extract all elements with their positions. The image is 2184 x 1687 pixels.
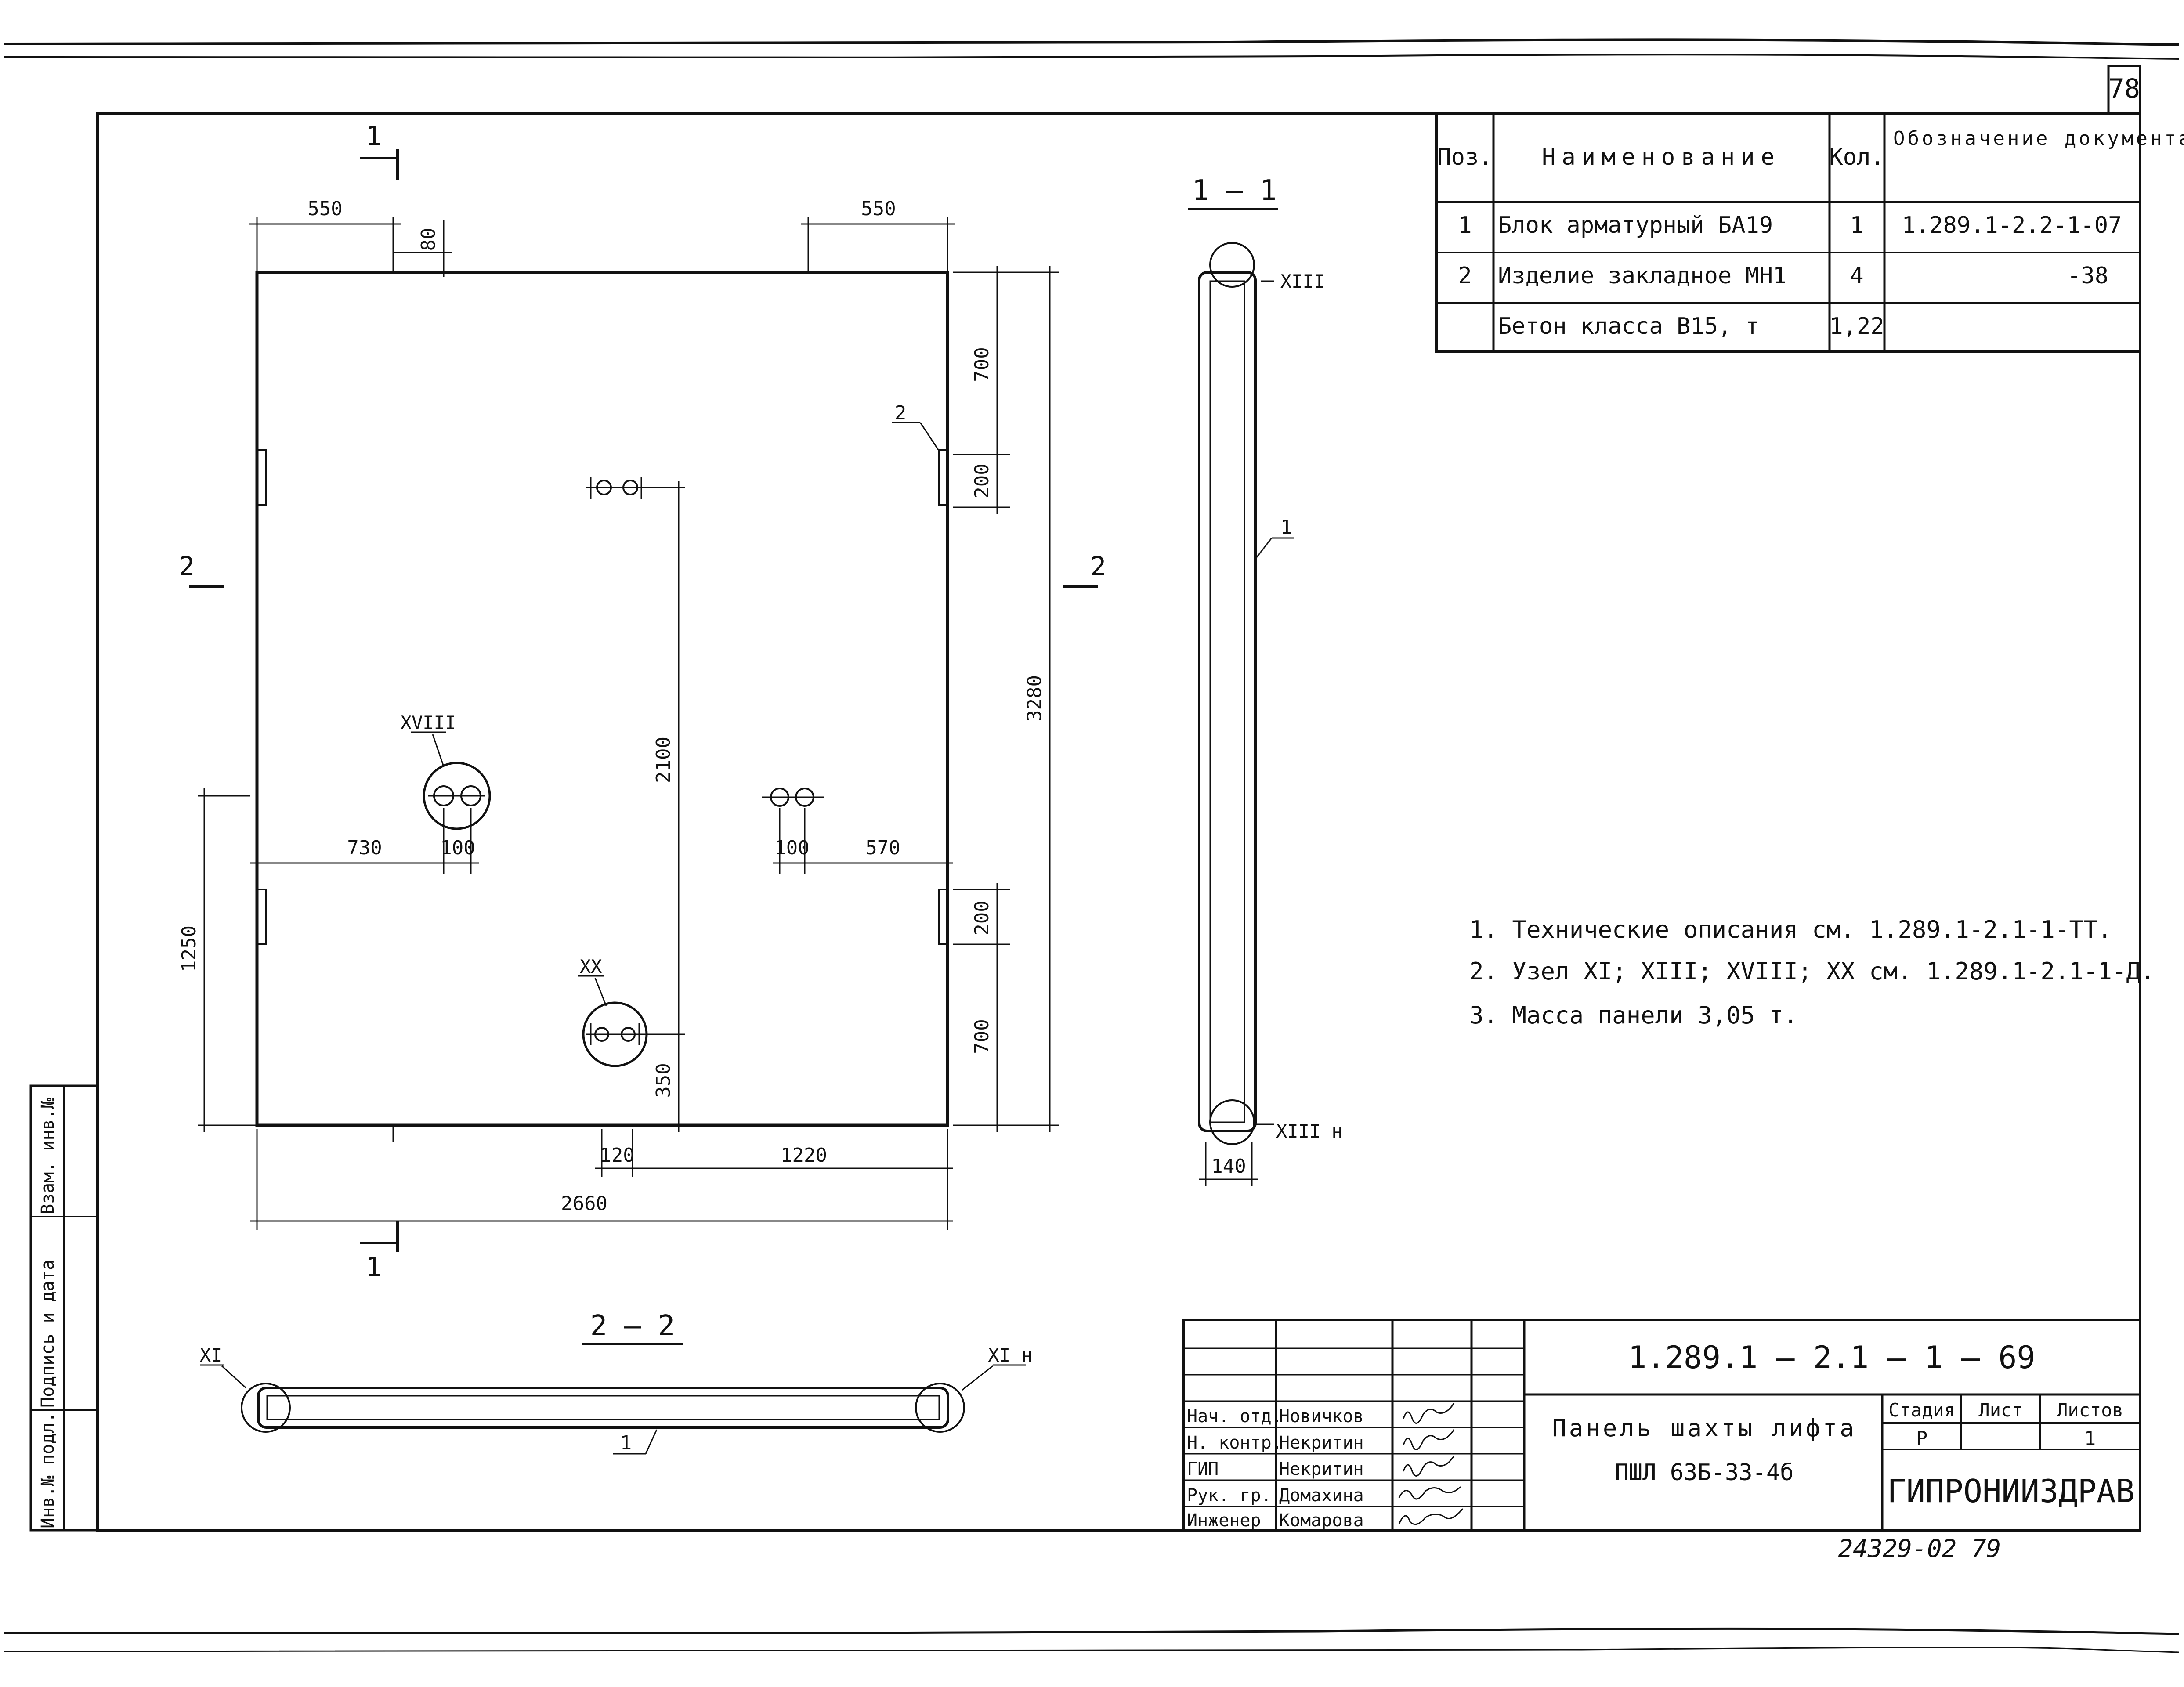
stage-header: Стадия	[1888, 1399, 1955, 1421]
role-2: Н. контр.	[1187, 1433, 1282, 1453]
loop-xviii	[423, 762, 491, 830]
section-cut-marks	[189, 149, 1098, 1252]
note-1: 1. Технические описания см. 1.289.1-2.1-…	[1469, 916, 2112, 943]
section-1-1-title: 1 – 1	[1192, 174, 1277, 207]
note-3: 3. Масса панели 3,05 т.	[1469, 1001, 1798, 1029]
row2-pos: 2	[1458, 263, 1472, 289]
cut-1-top: 1	[365, 121, 381, 152]
stage-value: Р	[1916, 1427, 1928, 1450]
dim-700-top: 700	[971, 347, 993, 382]
role-4: Рук. гр.	[1187, 1485, 1272, 1506]
stamp-vzam-inv: Взам. инв.№	[38, 1098, 58, 1214]
row3-qty: 1,22	[1829, 313, 1884, 340]
role-3: ГИП	[1187, 1459, 1219, 1479]
sheets-value: 1	[2084, 1427, 2096, 1450]
embedded-plates	[256, 449, 948, 945]
dim-100-right: 100	[774, 837, 809, 859]
cut-2-left: 2	[179, 551, 195, 582]
row1-pos: 1	[1458, 212, 1472, 238]
title-block: 1.289.1 – 2.1 – 1 – 69 Панель шахты лифт…	[1182, 1319, 2141, 1532]
name-5: Комарова	[1279, 1510, 1364, 1531]
role-1: Нач. отд.	[1187, 1406, 1282, 1427]
row2-doc: -38	[2067, 263, 2108, 289]
sheets-header: Листов	[2057, 1399, 2123, 1421]
section-1-1: 1 – 1 XIII XIII н 1 140	[1188, 174, 1343, 1186]
section-2-2-pos: 1	[620, 1432, 632, 1454]
signatures	[1398, 1403, 1464, 1525]
drawing-title-line2: ПШЛ 63Б-33-4б	[1615, 1459, 1794, 1486]
section-1-1-node-top: XIII	[1280, 271, 1325, 292]
stamp-inv-podl: Инв.№ подл.	[38, 1412, 58, 1528]
section-1-1-pos: 1	[1280, 516, 1292, 538]
dim-1220: 1220	[781, 1144, 827, 1167]
name-1: Новичков	[1279, 1406, 1364, 1427]
panel-plan: XVIII XX 2	[178, 121, 1106, 1282]
header-pos: Поз.	[1437, 144, 1492, 170]
dim-570: 570	[865, 837, 900, 859]
name-3: Некритин	[1279, 1459, 1364, 1479]
doc-code: 1.289.1 – 2.1 – 1 – 69	[1628, 1340, 2035, 1376]
header-qty: Кол.	[1829, 144, 1884, 170]
scan-edges	[4, 38, 2179, 1653]
dim-550-right: 550	[861, 198, 896, 220]
cut-1-bottom: 1	[365, 1252, 381, 1282]
dim-120: 120	[600, 1144, 634, 1167]
sheet-number: 78	[2108, 73, 2140, 104]
note-2: 2. Узел XI; XIII; XVIII; XX см. 1.289.1-…	[1469, 957, 2155, 985]
row2-qty: 4	[1850, 263, 1863, 289]
callout-pos2: 2	[895, 402, 907, 424]
row3-name: Бетон класса В15, т	[1498, 313, 1759, 340]
stamp-signature-date: Подпись и дата	[38, 1260, 58, 1408]
section-2-2-title: 2 – 2	[590, 1310, 675, 1342]
archive-code: 24329-02 79	[1838, 1535, 2001, 1563]
callout-xx: XX	[580, 956, 602, 977]
role-5: Инженер	[1187, 1510, 1261, 1531]
sheet-header: Лист	[1978, 1399, 2023, 1421]
row1-name: Блок арматурный БА19	[1498, 212, 1773, 238]
dim-3280: 3280	[1023, 675, 1046, 722]
section-2-2: 2 – 2 XI XI н 1	[200, 1310, 1033, 1455]
spec-table: Поз. Наименование Кол. Обозначение докум…	[1435, 112, 2184, 353]
dim-550-left: 550	[307, 198, 342, 220]
dim-80: 80	[417, 228, 440, 251]
dim-200-bot: 200	[971, 900, 993, 935]
name-4: Домахина	[1279, 1485, 1364, 1506]
panel-outline	[255, 271, 949, 1127]
dim-2660: 2660	[561, 1192, 607, 1215]
cut-2-right: 2	[1090, 551, 1106, 582]
dim-200-top: 200	[971, 463, 993, 498]
callout-xviii: XVIII	[401, 712, 456, 733]
name-2: Некритин	[1279, 1433, 1364, 1453]
dim-100-left: 100	[440, 837, 475, 859]
row2-name: Изделие закладное МН1	[1498, 263, 1786, 289]
dim-1250: 1250	[178, 925, 200, 972]
side-stamp: Инв.№ подл. Подпись и дата Взам. инв.№	[29, 1084, 99, 1532]
dim-700-bot: 700	[971, 1019, 993, 1054]
row1-doc: 1.289.1-2.2-1-07	[1902, 212, 2122, 238]
section-1-1-dim-140: 140	[1211, 1155, 1246, 1178]
section-2-2-node-left: XI	[200, 1344, 222, 1366]
sheet-frame	[96, 112, 2141, 1532]
general-notes: 1. Технические описания см. 1.289.1-2.1-…	[1469, 916, 2155, 1029]
row1-qty: 1	[1850, 212, 1863, 238]
dim-730: 730	[347, 837, 382, 859]
drawing-title-line1: Панель шахты лифта	[1552, 1414, 1856, 1442]
header-name: Наименование	[1542, 144, 1781, 170]
section-2-2-node-right: XI н	[988, 1344, 1032, 1366]
section-1-1-node-bottom: XIII н	[1276, 1120, 1343, 1142]
organization: ГИПРОНИИЗДРАВ	[1887, 1473, 2135, 1510]
header-doc: Обозначение документа	[1893, 127, 2184, 150]
dimension-lines	[198, 217, 1059, 1230]
loop-right	[762, 788, 824, 807]
loop-xx	[582, 1001, 648, 1067]
dim-2100: 2100	[652, 737, 675, 783]
dim-350: 350	[652, 1063, 675, 1098]
